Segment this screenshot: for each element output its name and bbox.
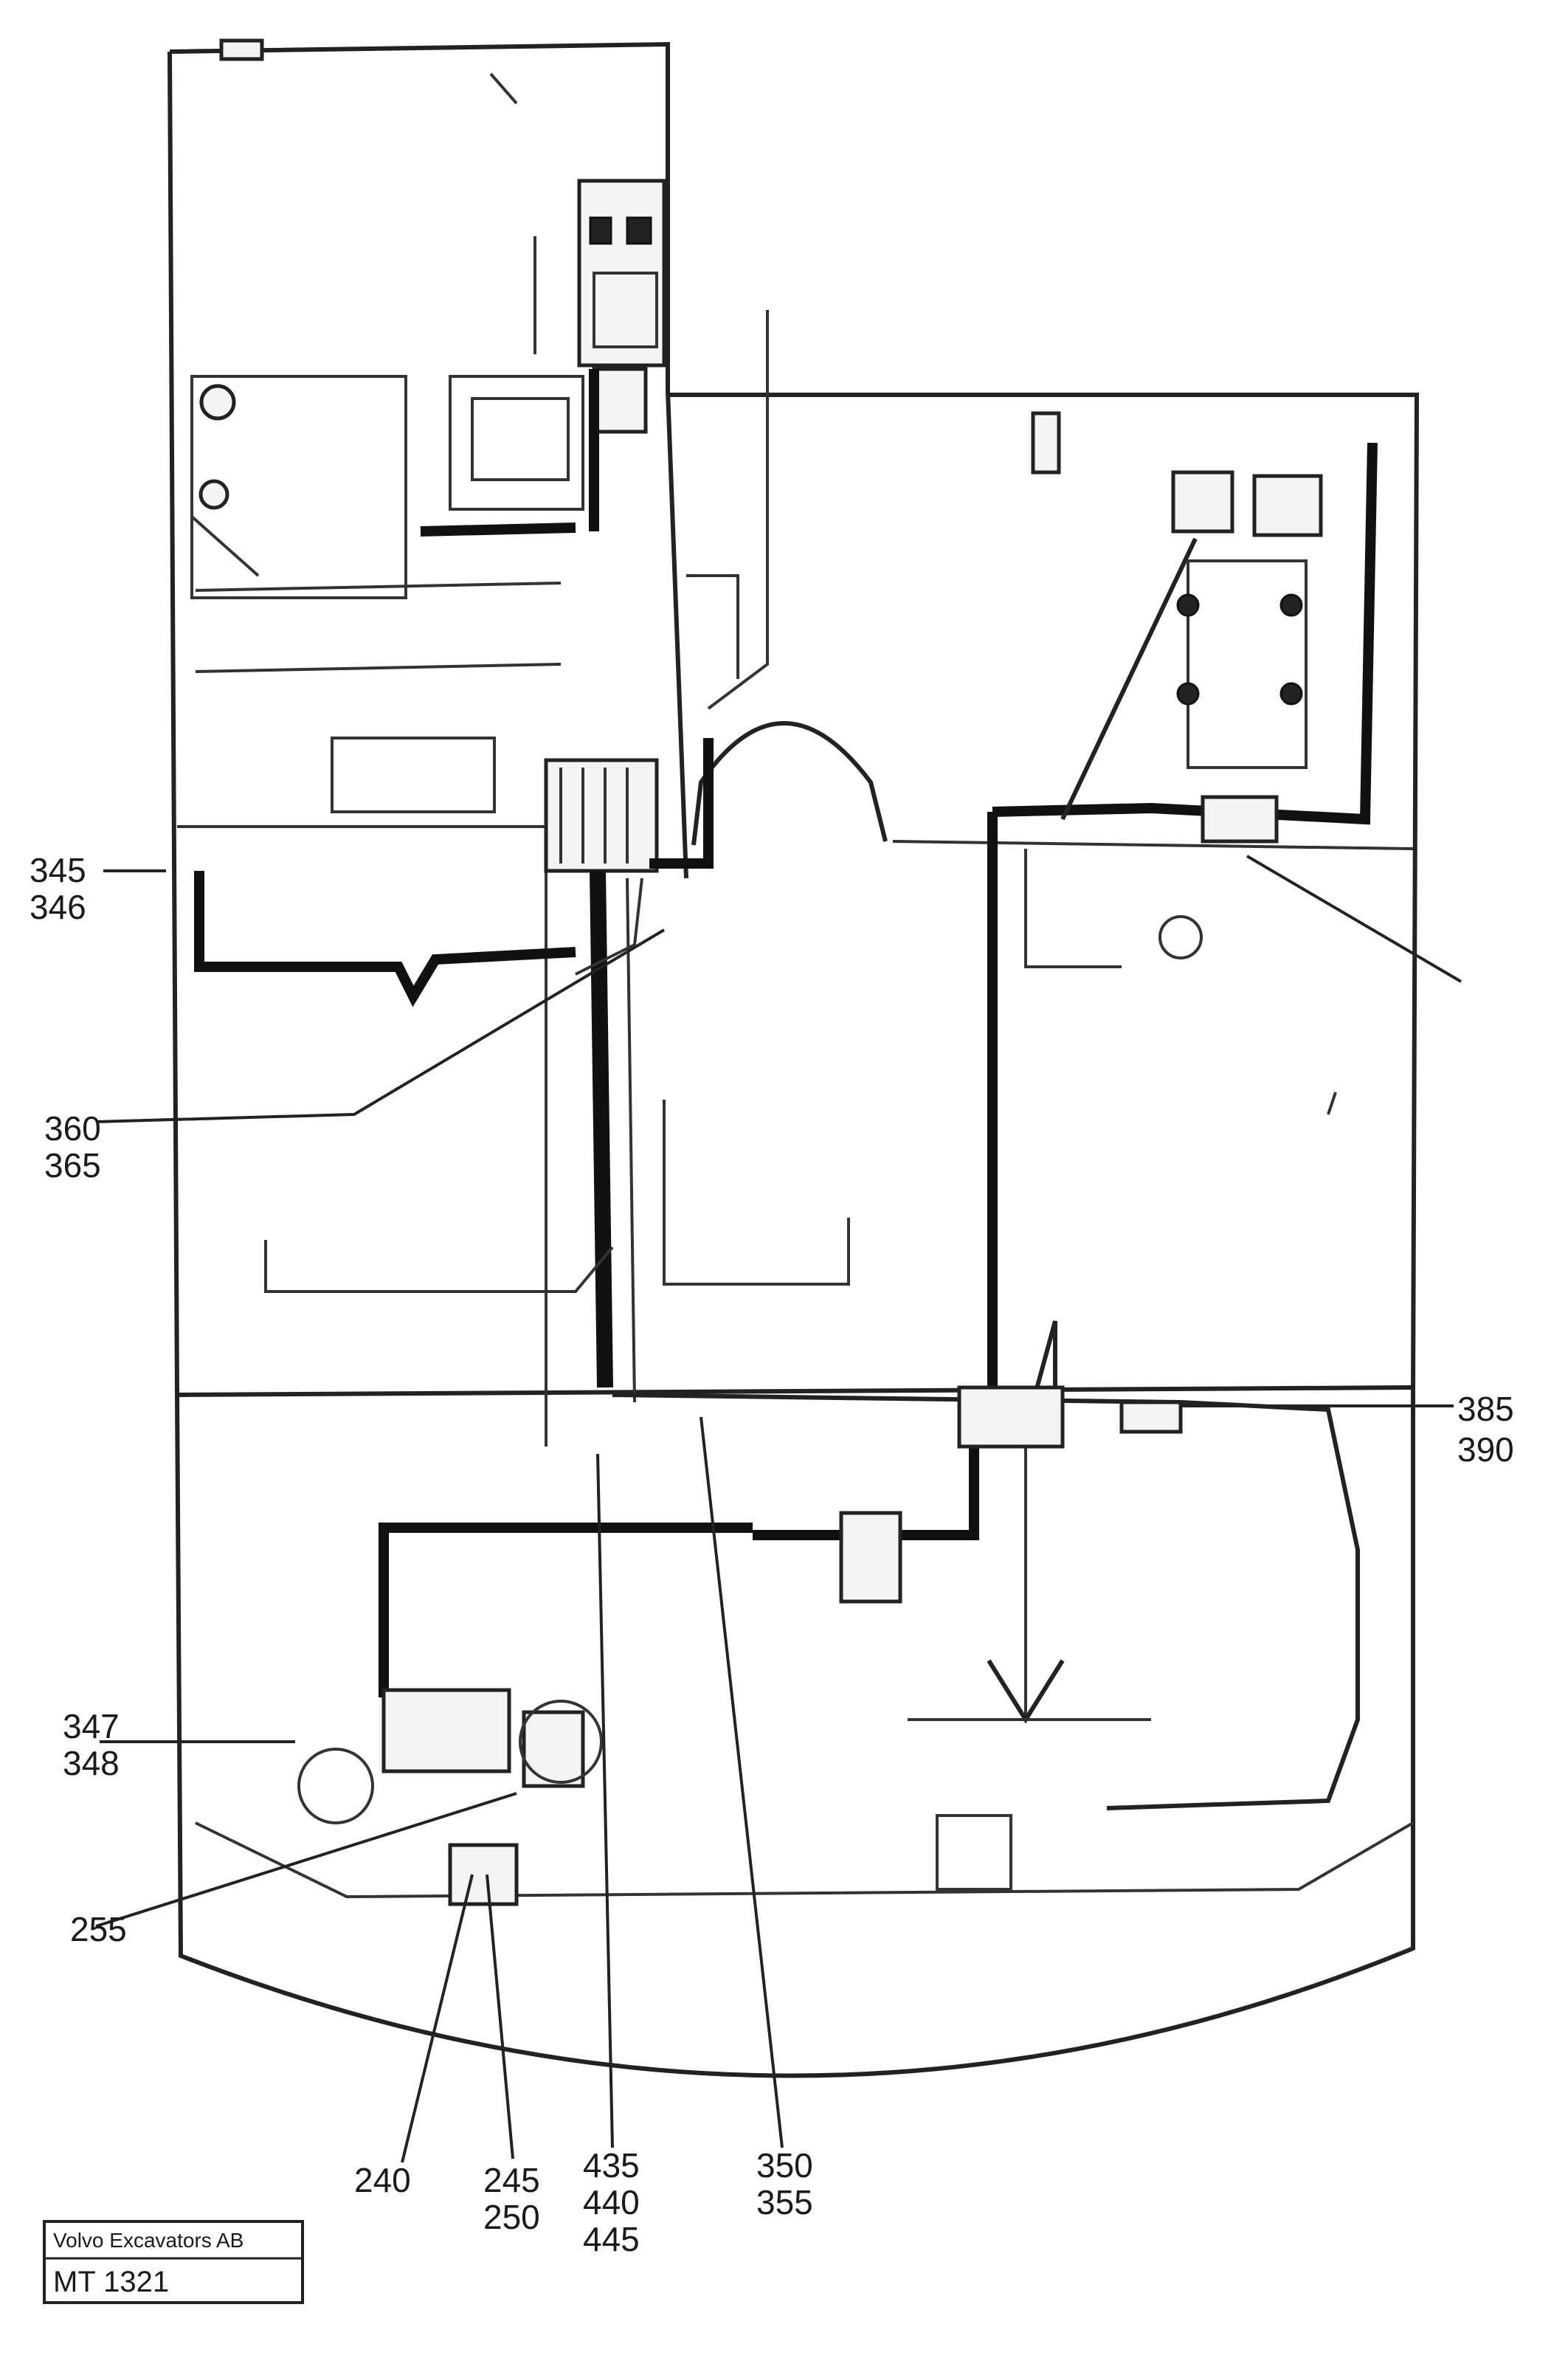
callout-385: 385 390	[1457, 1390, 1514, 1469]
callout-350: 350 355	[756, 2146, 813, 2221]
cab-internals	[190, 38, 666, 873]
fuse-box	[544, 758, 659, 873]
callout-240-line1: 240	[354, 2161, 411, 2199]
callout-435-line2: 440	[583, 2183, 640, 2221]
callout-245-line1: 245	[483, 2161, 540, 2199]
callout-435: 435 440 445	[583, 2146, 640, 2258]
callout-240: 240	[354, 2161, 411, 2199]
callout-345-line2: 346	[30, 888, 86, 926]
callout-435-line3: 445	[583, 2220, 640, 2258]
machine-outline	[167, 41, 1420, 2078]
callout-435-line1: 435	[583, 2146, 640, 2185]
callout-360-line2: 365	[44, 1146, 101, 1185]
battery-relay	[839, 1511, 902, 1604]
relay-right	[1252, 474, 1323, 537]
callout-360-line1: 360	[44, 1109, 101, 1148]
callout-350-line2: 355	[756, 2183, 813, 2221]
switch-block	[1031, 411, 1061, 475]
callout-345: 345 346	[30, 851, 86, 926]
callout-347: 347 348	[63, 1707, 120, 1782]
switch-unit	[592, 367, 648, 434]
junction-block	[957, 1385, 1065, 1449]
callout-255: 255	[70, 1910, 127, 1948]
callout-385-line2: 390	[1457, 1430, 1514, 1469]
callout-345-line1: 345	[30, 851, 86, 889]
connector-1520	[1119, 1400, 1183, 1434]
title-company: Volvo Excavators AB	[53, 2229, 244, 2252]
callout-245: 245 250	[483, 2161, 540, 2236]
fuse-holder	[522, 1710, 585, 1788]
right-components	[1031, 411, 1337, 1115]
connector-block	[1201, 795, 1279, 844]
callout-245-line2: 250	[483, 2198, 540, 2236]
relay-left	[1171, 470, 1234, 534]
title-drawing-number: MT 1321	[53, 2266, 169, 2298]
callout-360: 360 365	[44, 1109, 101, 1185]
callout-350-line1: 350	[756, 2146, 813, 2185]
leader-lines	[95, 855, 1462, 2163]
title-block: Volvo Excavators AB MT 1321	[43, 2220, 304, 2304]
callout-385-line1: 385	[1457, 1390, 1514, 1428]
callout-347-line2: 348	[63, 1744, 120, 1782]
harness-routes	[194, 310, 1378, 1810]
callout-347-line1: 347	[63, 1707, 120, 1745]
cab-lamp	[219, 38, 264, 61]
callout-255-line1: 255	[70, 1910, 127, 1948]
lower-components	[297, 1385, 1183, 1906]
main-relay-box	[381, 1688, 511, 1773]
battery-switch	[448, 1843, 519, 1906]
